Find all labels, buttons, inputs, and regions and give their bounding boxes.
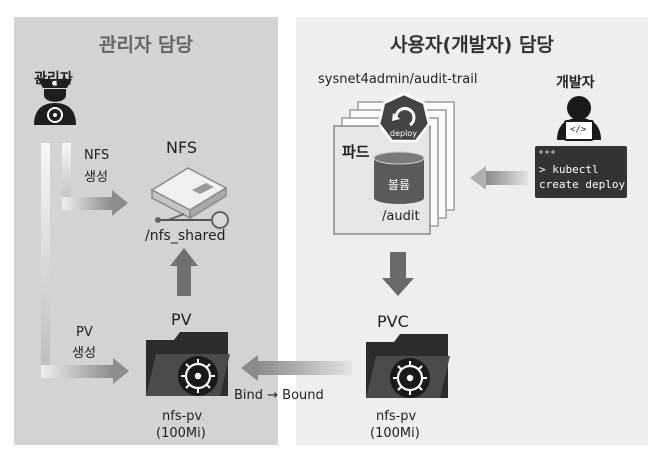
bind-arrow [241, 355, 352, 381]
nfs-path-label: /nfs_shared [145, 228, 226, 244]
admin-panel-title: 관리자 담당 [98, 34, 193, 56]
nfs-title: NFS [166, 138, 198, 157]
developer-label: 개발자 [556, 75, 595, 91]
pvc-title: PVC [377, 312, 409, 331]
volume-cylinder [373, 151, 425, 204]
terminal-line-1: > kubectl [539, 163, 599, 176]
pv-create-label-line2: 생성 [72, 346, 96, 361]
developer-icon [557, 96, 601, 141]
pv-folder-icon [146, 332, 230, 396]
bind-label: Bind → Bound [234, 388, 324, 403]
terminal-line-2: create deploy [539, 178, 626, 191]
volume-label: 볼륨 [388, 178, 411, 192]
pv-title: PV [171, 310, 192, 329]
pod-to-pvc-arrow [382, 252, 414, 296]
deploy-icon [377, 92, 431, 143]
pv-size-label: (100Mi) [156, 426, 206, 441]
pvc-size-label: (100Mi) [370, 426, 420, 441]
deployment-name-label: sysnet4admin/audit-trail [318, 72, 478, 87]
pod-label: 파드 [342, 143, 370, 161]
admin-connector-main [41, 143, 50, 375]
code-icon-label: </> [570, 125, 587, 135]
nfs-create-label-line2: 생성 [84, 170, 108, 185]
mount-path-label: /audit [382, 209, 420, 224]
nfs-create-arrow [62, 190, 128, 216]
nfs-create-label-line1: NFS [84, 148, 110, 163]
admin-icon [34, 79, 76, 125]
pvc-folder-icon [366, 334, 450, 398]
deploy-icon-label: deploy [390, 129, 417, 138]
admin-label: 관리자 [34, 71, 73, 87]
developer-panel-title: 사용자(개발자) 담당 [390, 34, 554, 56]
terminal-window [535, 146, 627, 198]
nfs-server-icon [150, 167, 229, 229]
pv-create-arrow [41, 358, 129, 384]
pv-to-nfs-arrow [170, 248, 198, 296]
pv-create-label-line1: PV [76, 325, 93, 340]
terminal-to-pod-arrow [470, 166, 528, 190]
pvc-name-label: nfs-pv [376, 409, 417, 424]
pv-name-label: nfs-pv [162, 409, 203, 424]
admin-connector-nfs [62, 143, 71, 205]
